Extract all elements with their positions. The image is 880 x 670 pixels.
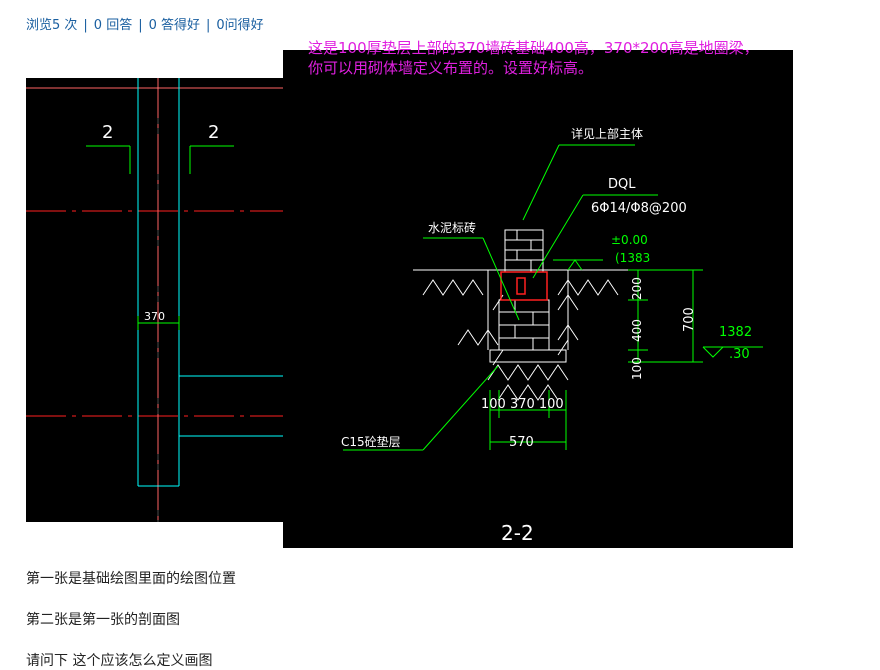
question-paragraph-2: 第二张是第一张的剖面图	[26, 612, 180, 628]
dim-700: 700	[682, 307, 697, 332]
annotation-line-2: 你可以用砌体墙定义布置的。设置好标高。	[308, 59, 594, 77]
dim-100: 100	[630, 357, 644, 380]
question-stats-bar: 浏览5 次 | 0 回答 | 0 答得好 | 0问得好	[26, 14, 264, 33]
main-wall-label: 详见上部主体	[571, 126, 643, 141]
views-count[interactable]: 浏览5 次	[26, 18, 78, 33]
separator: |	[206, 18, 211, 33]
leader-lines	[343, 144, 763, 451]
question-paragraph-1: 第一张是基础绘图里面的绘图位置	[26, 571, 236, 587]
elev-zero: ±0.00	[611, 233, 648, 247]
good-answers-link[interactable]: 0 答得好	[148, 18, 200, 33]
elev-paren: (1383	[615, 251, 650, 265]
beam-rebar-label: 6Φ14/Φ8@200	[591, 201, 687, 216]
dim-200: 200	[630, 277, 644, 300]
separator: |	[83, 18, 88, 33]
separator: |	[138, 18, 143, 33]
drawing-annotation: 这是100厚垫层上部的370墙砖基础400高，370*200高是地圈梁， 你可以…	[308, 38, 759, 78]
cushion-label: C15砼垫层	[341, 434, 401, 449]
section-title: 2-2	[501, 521, 534, 545]
foundation-section-image: 详见上部主体 DQL 6Φ14/Φ8@200 水泥标砖 ±0.00 (1383 …	[283, 50, 793, 548]
dim-bottom: 100 370 100	[481, 397, 564, 412]
dim-570: 570	[509, 435, 534, 450]
foundation-plan-image: 2 2 370	[26, 78, 284, 522]
ring-beam	[500, 271, 548, 301]
good-questions-link[interactable]: 0问得好	[216, 18, 264, 33]
elev-1382: 1382	[719, 325, 752, 340]
beam-code-label: DQL	[608, 177, 636, 192]
soil-hatch-bottom	[487, 364, 569, 401]
dim-400: 400	[630, 319, 644, 342]
answers-link[interactable]: 0 回答	[93, 18, 133, 33]
brick-label: 水泥标砖	[428, 220, 476, 235]
axis-label-left: 2	[102, 122, 113, 143]
wall-outline	[137, 78, 284, 487]
question-paragraph-3: 请问下 这个应该怎么定义画图	[26, 653, 213, 669]
elev-30: .30	[729, 347, 750, 362]
annotation-line-1: 这是100厚垫层上部的370墙砖基础400高，370*200高是地圈梁，	[308, 39, 759, 57]
width-dimension: 370	[144, 310, 165, 323]
axis-label-right: 2	[208, 122, 219, 143]
